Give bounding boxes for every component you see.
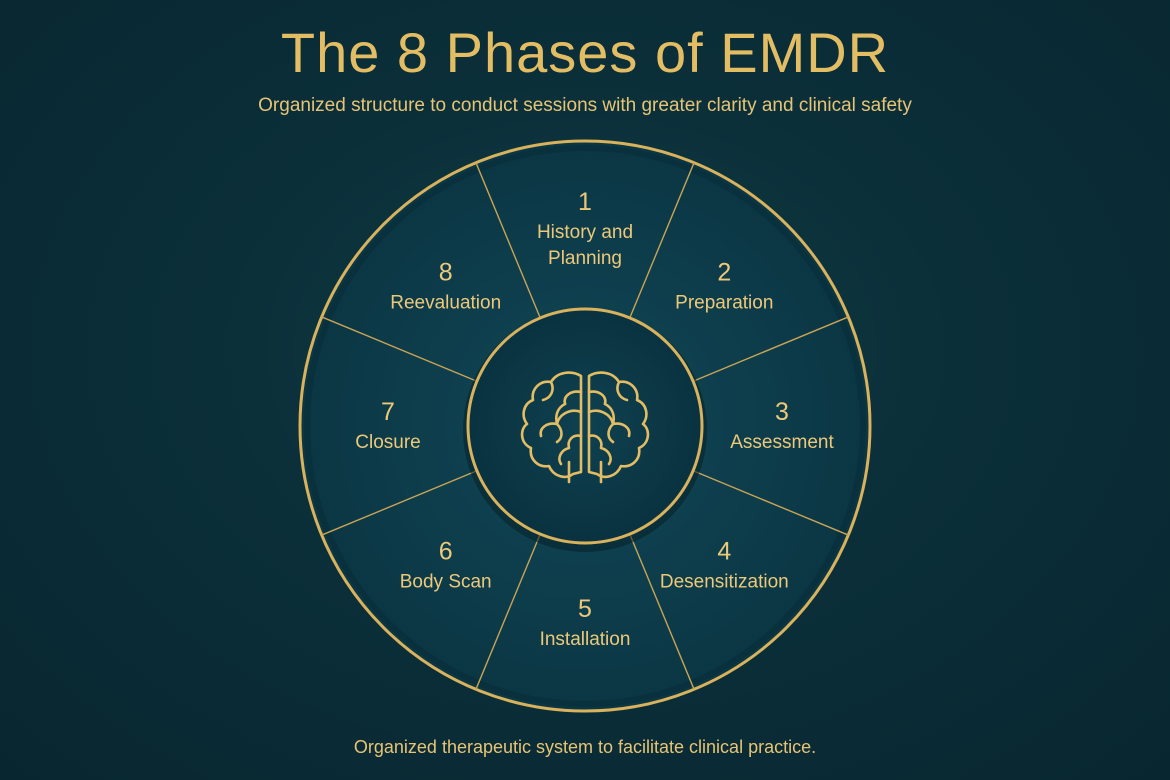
phase-label: Planning: [548, 248, 622, 269]
page-subtitle: Organized structure to conduct sessions …: [258, 95, 912, 116]
page-title: The 8 Phases of EMDR: [280, 21, 890, 84]
phase-number: 6: [439, 537, 453, 565]
segment-divider: [475, 533, 541, 690]
segment-divider: [475, 162, 541, 319]
phase-number: 1: [578, 188, 592, 216]
phase-number: 5: [578, 595, 592, 623]
phase-label: Installation: [540, 629, 631, 650]
phase-label: Body Scan: [400, 571, 492, 592]
segment-divider: [321, 470, 478, 536]
phase-label: History and: [537, 222, 633, 243]
phase-label: Preparation: [675, 293, 773, 314]
phase-number: 2: [717, 259, 731, 287]
phase-label: Closure: [355, 432, 420, 453]
phase-label: Reevaluation: [390, 293, 501, 314]
segment-dividers: [321, 162, 849, 690]
phase-number: 3: [775, 398, 789, 426]
segment-divider: [321, 316, 478, 382]
phase-label: Assessment: [730, 432, 834, 453]
wheel-inner-shade: [304, 145, 866, 707]
phase-number: 8: [439, 259, 453, 287]
segment-divider: [692, 316, 849, 382]
page-footer: Organized therapeutic system to facilita…: [353, 737, 817, 757]
phase-number: 4: [717, 537, 731, 565]
hub-circle: [466, 307, 704, 545]
brain-icon: [520, 371, 650, 484]
segment-divider: [692, 470, 849, 536]
segment-divider: [629, 162, 695, 319]
phase-number: 7: [381, 398, 395, 426]
phase-label: Desensitization: [660, 571, 789, 592]
segment-divider: [629, 533, 695, 690]
